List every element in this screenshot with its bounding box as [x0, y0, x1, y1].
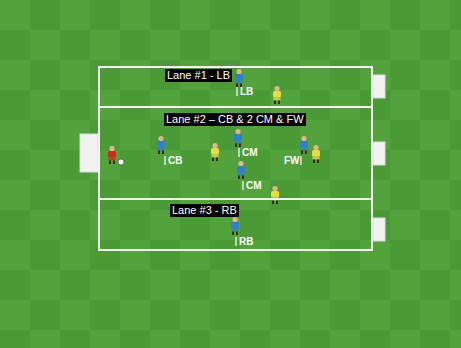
lane-heading: Lane #3 - RB [170, 204, 239, 217]
yellow-player [273, 86, 281, 104]
position-label: LB [240, 86, 253, 97]
blue-player [235, 69, 243, 87]
small-goal [373, 142, 385, 165]
position-label: FW [284, 155, 300, 166]
small-goal [373, 218, 385, 241]
blue-player [234, 129, 242, 147]
position-label: CM [246, 180, 262, 191]
lane-band: Lane #1 - LB [98, 66, 373, 108]
lane-band: Lane #2 – CB & 2 CM & FW [98, 106, 373, 200]
blue-player [300, 136, 308, 154]
blue-player [157, 136, 165, 154]
left-goal [80, 134, 98, 172]
lane-heading: Lane #1 - LB [165, 69, 232, 82]
yellow-player [312, 145, 320, 163]
yellow-player [271, 186, 279, 204]
goalkeeper [108, 146, 116, 164]
position-ticks [165, 87, 301, 246]
lane-heading: Lane #2 – CB & 2 CM & FW [164, 113, 306, 126]
yellow-player [211, 143, 219, 161]
lane-band: Lane #3 - RB [98, 198, 373, 251]
ball [118, 159, 124, 165]
blue-player [237, 161, 245, 179]
position-label: RB [239, 236, 253, 247]
position-label: CM [242, 147, 258, 158]
small-goal [373, 75, 385, 98]
position-label: CB [168, 155, 182, 166]
blue-player [231, 217, 239, 235]
